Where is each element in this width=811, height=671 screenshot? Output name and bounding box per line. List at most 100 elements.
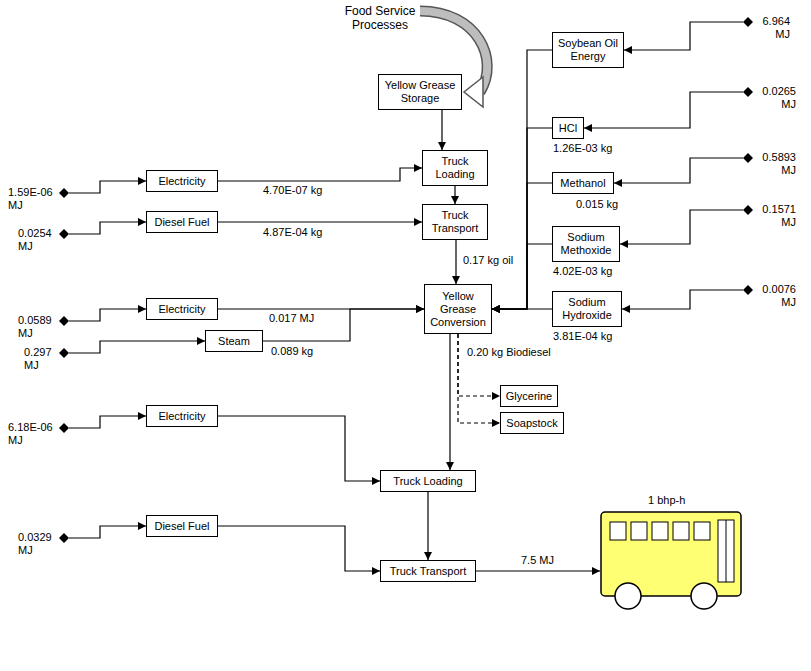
- box-label: Sodium Hydroxide: [556, 296, 618, 322]
- leader-line: [69, 181, 146, 193]
- energy-value: 0.0076 MJ: [756, 283, 796, 309]
- leader-line: [69, 526, 146, 538]
- flow-amount: 0.017 MJ: [268, 312, 315, 325]
- flow-arrow: [492, 183, 552, 309]
- box-label: Soapstock: [506, 417, 557, 430]
- bus-door: [718, 520, 734, 582]
- input-diamond: [59, 348, 69, 358]
- flow-arrow: [492, 308, 552, 309]
- input-diamond: [59, 316, 69, 326]
- process-box: Sodium Hydroxide: [552, 291, 622, 327]
- energy-value: 0.0329 MJ: [18, 531, 58, 557]
- process-box: Methanol: [552, 172, 614, 194]
- input-diamond: [743, 17, 753, 27]
- input-diamond: [743, 153, 753, 163]
- flow-amount: 1.26E-03 kg: [552, 142, 613, 155]
- leader-line: [69, 341, 205, 353]
- flow-amount: 0.20 kg Biodiesel: [466, 346, 552, 359]
- input-diamond: [743, 87, 753, 97]
- box-label: 1 bhp-h: [648, 494, 750, 507]
- box-label: Glycerine: [506, 390, 552, 403]
- bus-illustration: 1 bhp-h: [600, 490, 750, 620]
- bus-window: [673, 522, 689, 540]
- energy-value: 0.5893 MJ: [756, 151, 796, 177]
- leader-line: [620, 210, 743, 244]
- input-diamond: [59, 188, 69, 198]
- process-box: Yellow Grease Conversion: [424, 284, 492, 334]
- box-label: Methanol: [560, 177, 605, 190]
- process-box: HCl: [552, 117, 584, 139]
- flow-amount: 0.089 kg: [270, 345, 314, 358]
- box-label: Electricity: [158, 175, 205, 188]
- leader-line: [624, 22, 743, 50]
- flow-arrow: [218, 221, 422, 222]
- box-label: Truck Transport: [390, 565, 467, 578]
- flow-amount: 3.81E-04 kg: [552, 330, 613, 343]
- flow-arrow: [454, 186, 455, 204]
- process-box: Glycerine: [500, 385, 558, 407]
- box-label: Electricity: [158, 303, 205, 316]
- bus-window: [610, 522, 626, 540]
- byproduct-arrow: [458, 334, 500, 396]
- process-box: Diesel Fuel: [146, 515, 218, 537]
- box-label: Sodium Methoxide: [556, 231, 616, 257]
- flow-arrow: [427, 492, 428, 560]
- bus-body: [601, 512, 741, 596]
- bus-window: [652, 522, 668, 540]
- energy-value: 6.964 MJ: [756, 15, 790, 41]
- hollow-arrow-head: [464, 77, 483, 107]
- energy-value: 0.0589 MJ: [18, 314, 58, 340]
- energy-value: 0.1571 MJ: [756, 203, 796, 229]
- box-label: Steam: [218, 335, 250, 348]
- bus-wheel: [691, 583, 717, 609]
- flow-arrow: [492, 128, 552, 309]
- leader-line: [69, 222, 146, 234]
- box-label: Truck Loading: [393, 475, 462, 488]
- process-box: Truck Loading: [422, 150, 488, 186]
- box-label: Truck Loading: [426, 155, 484, 181]
- process-box: Electricity: [146, 405, 218, 427]
- flow-amount: 4.87E-04 kg: [262, 226, 323, 239]
- process-box: Soybean Oil Energy: [552, 32, 624, 68]
- energy-value: 6.18E-06 MJ: [8, 421, 58, 447]
- flow-arrow: [441, 110, 442, 150]
- flow-arrow: [476, 570, 600, 571]
- flow-arrow: [449, 334, 450, 470]
- energy-value: 0.297 MJ: [24, 346, 58, 372]
- input-diamond: [59, 229, 69, 239]
- leader-line: [614, 158, 743, 183]
- flow-arrow: [218, 416, 380, 481]
- flow-arrow: [263, 309, 424, 341]
- connector-group: [218, 50, 600, 571]
- flow-amount: 7.5 MJ: [520, 554, 555, 567]
- flow-arrow: [455, 240, 456, 284]
- bus-door-line: [726, 520, 727, 582]
- box-label: Diesel Fuel: [154, 216, 209, 229]
- box-label: Truck Transport: [426, 209, 484, 235]
- bus-window: [694, 522, 710, 540]
- input-diamond: [743, 205, 753, 215]
- flow-amount: 4.70E-07 kg: [262, 184, 323, 197]
- input-diamond: [59, 533, 69, 543]
- box-label: Yellow Grease Storage: [382, 79, 458, 105]
- process-box: Steam: [205, 330, 263, 352]
- leader-line: [69, 309, 146, 321]
- flow-arrow: [218, 168, 422, 181]
- process-box: Soapstock: [500, 412, 564, 434]
- source-label: Food Service Processes: [330, 4, 430, 32]
- energy-value: 1.59E-06 MJ: [8, 186, 58, 212]
- flow-amount: 0.015 kg: [575, 198, 619, 211]
- flow-amount: 0.17 kg oil: [462, 254, 514, 267]
- flow-amount: 4.02E-03 kg: [552, 265, 613, 278]
- leader-line: [584, 92, 743, 128]
- leader-line: [622, 290, 743, 309]
- energy-value: 0.0265 MJ: [756, 85, 796, 111]
- box-label: HCl: [559, 122, 577, 135]
- process-box: Yellow Grease Storage: [378, 74, 462, 110]
- process-box: Electricity: [146, 170, 218, 192]
- input-diamond: [743, 285, 753, 295]
- box-label: Soybean Oil Energy: [556, 37, 620, 63]
- input-diamond: [59, 423, 69, 433]
- bus-wheel: [615, 583, 641, 609]
